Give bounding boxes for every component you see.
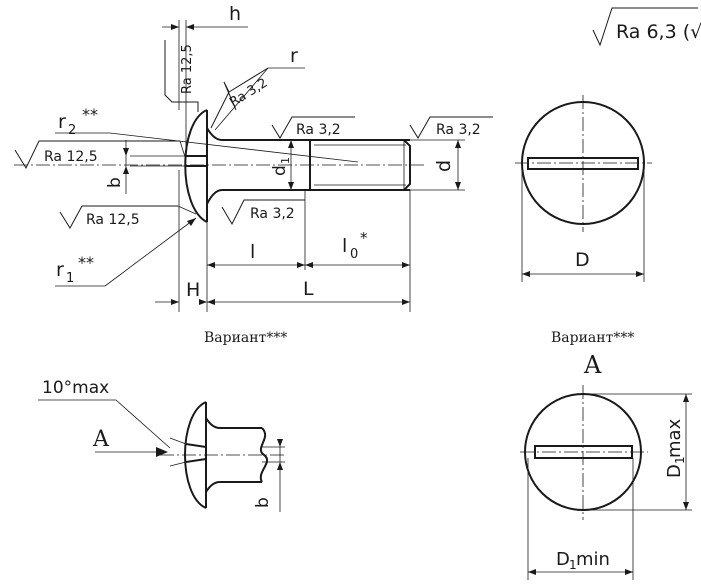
dimension-d1-label: d	[270, 165, 290, 176]
roughness-head-fillet: Ra 3,2 r	[210, 45, 305, 131]
variant-left-title: Вариант***	[204, 330, 287, 346]
variant-left: Вариант*** b 10°max A	[38, 330, 287, 512]
roughness-slot-side: Ra 12,5	[14, 140, 187, 170]
variant-right-D1min-main: D	[556, 549, 570, 570]
dimension-r1-label: r	[56, 259, 64, 281]
dimension-L-label: L	[303, 278, 314, 300]
dimension-l0-sub: 0	[350, 247, 358, 262]
roughness-shank-bottom-label: Ra 3,2	[250, 206, 295, 222]
variant-right-D1min-suffix: min	[576, 549, 610, 570]
dimension-H-label: H	[186, 279, 200, 301]
variant-right-D1max-main: D	[664, 464, 685, 478]
variant-right-D1max-suffix: max	[664, 418, 685, 458]
variant-left-view-letter: A	[92, 427, 110, 452]
dimension-l-label: l	[250, 241, 255, 263]
dimension-h-label: h	[229, 3, 241, 25]
dimension-r1-mark: **	[78, 253, 94, 272]
roughness-head-bottom-label: Ra 12,5	[86, 212, 140, 228]
general-roughness-label: Ra 6,3 (√	[616, 21, 701, 43]
dimension-b-label: b	[105, 177, 125, 188]
dimension-r-label: r	[290, 45, 298, 67]
dimension-D-label: D	[575, 249, 590, 271]
screw-end-view: D	[515, 95, 652, 282]
roughness-head-top: Ra 12,5	[164, 40, 199, 112]
variant-right-title: Вариант***	[551, 330, 634, 346]
dimension-b: b	[105, 140, 186, 194]
dimension-l0: l 0 *	[305, 229, 410, 268]
dimension-r2: r 2 **	[55, 105, 359, 163]
dimension-r1-sub: 1	[66, 271, 74, 286]
dimension-h: h	[162, 3, 248, 150]
dimension-r2-mark: **	[82, 105, 98, 124]
dimension-H: H	[155, 279, 207, 305]
roughness-shank-top-label: Ra 3,2	[296, 122, 341, 138]
general-roughness-symbol: Ra 6,3 (√	[592, 7, 701, 47]
variant-right: Вариант*** A D 1 max D 1 min	[520, 330, 692, 580]
variant-left-angle-label: 10°max	[42, 378, 109, 398]
dimension-l0-mark: *	[360, 229, 368, 247]
dimension-d1: d 1	[270, 140, 294, 190]
roughness-head-fillet-label: Ra 3,2	[227, 76, 270, 111]
dimension-l0-label: l	[342, 235, 347, 257]
dimension-d1-sub: 1	[279, 157, 292, 164]
dimension-d: d	[410, 139, 465, 191]
variant-right-D1min-sub: 1	[569, 558, 577, 572]
variant-left-b-label: b	[253, 497, 273, 508]
roughness-thread: Ra 3,2	[409, 116, 493, 139]
dimension-r1: r 1 **	[55, 217, 197, 287]
dimension-l: l	[207, 241, 305, 268]
dimension-r2-sub: 2	[68, 123, 76, 138]
roughness-shank-top: Ra 3,2	[271, 116, 355, 139]
dimension-r2-label: r	[58, 111, 66, 133]
roughness-slot-side-label: Ra 12,5	[44, 149, 98, 165]
dimension-d-label: d	[433, 160, 455, 172]
variant-right-D1max-sub: 1	[673, 456, 687, 464]
roughness-head-bottom: Ra 12,5	[59, 205, 197, 229]
screw-side-view	[14, 109, 425, 223]
roughness-thread-label: Ra 3,2	[436, 122, 481, 138]
variant-right-view-letter: A	[583, 351, 602, 379]
roughness-shank-bottom: Ra 3,2	[221, 190, 306, 226]
roughness-head-top-label: Ra 12,5	[180, 44, 195, 94]
dimension-L: L	[207, 278, 410, 305]
extension-lines	[178, 170, 411, 312]
